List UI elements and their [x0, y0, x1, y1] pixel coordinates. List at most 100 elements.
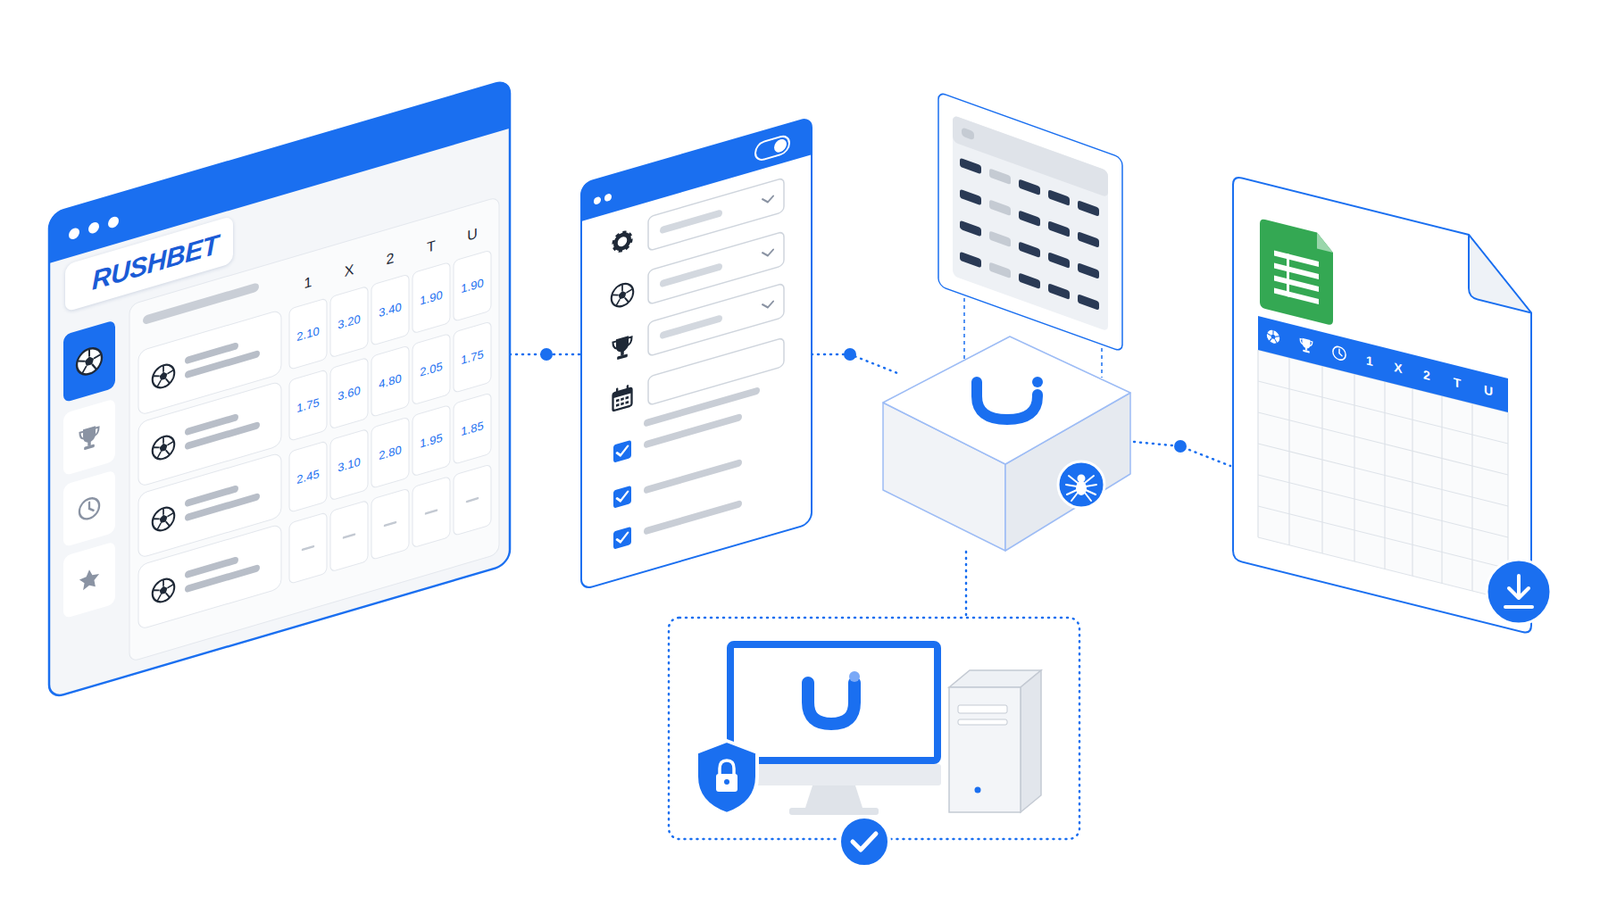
dropdown [648, 177, 784, 357]
odds-value: 2.45 [296, 467, 319, 486]
dropdown-bar-part [659, 314, 723, 340]
odds-row-part [330, 500, 368, 572]
secure-computer-part [958, 705, 1008, 714]
odds-row-part [412, 333, 450, 405]
odds-row-part [302, 546, 314, 550]
spreadsheet-file-part [1266, 327, 1281, 346]
browser-frame-part [88, 221, 100, 236]
sheet-grid-part [1257, 350, 1259, 538]
secure-computer-part [839, 816, 890, 867]
settings-panel-part [755, 133, 790, 162]
browser-frame-part [79, 566, 100, 592]
sheet-grid-part [1258, 443, 1509, 507]
secure-computer-part [716, 774, 738, 792]
secure-computer-part [849, 671, 860, 683]
settings-panel [581, 116, 812, 591]
data-pill-part [1018, 178, 1041, 196]
data-pill-part [1077, 231, 1100, 249]
odds-table-labels: 1X2TU2.103.203.401.901.901.753.604.802.0… [49, 79, 510, 700]
odds-row-part [453, 321, 492, 393]
odds-row-part [184, 350, 260, 380]
column-header: U [466, 225, 478, 243]
column-header: 1 [304, 275, 313, 292]
odds-row-part [412, 475, 450, 548]
odds-row-part [152, 433, 175, 463]
spreadsheet-file-part [1258, 316, 1509, 413]
secure-computer-part [730, 644, 938, 761]
column-header: X [344, 262, 355, 280]
secure-computer-part [852, 833, 876, 850]
spreadsheet-file [1233, 175, 1532, 635]
dashed-link-part [963, 298, 966, 359]
connector-dot-part [540, 348, 553, 361]
checkbox-part [613, 440, 632, 464]
spreadsheet-file-part-part [1274, 288, 1319, 306]
odds-value: 1.75 [296, 396, 319, 415]
brand-logo: RUSHBET [65, 216, 234, 313]
scraper-hub-part-part [1066, 475, 1097, 501]
data-card [938, 91, 1123, 352]
odds-row-part [343, 534, 355, 539]
odds-row-part [384, 522, 396, 526]
secure-computer-part [789, 808, 879, 816]
data-pill-part [959, 158, 982, 175]
odds-value: 1.90 [419, 288, 442, 307]
data-pill-part [1018, 209, 1041, 227]
odds-row-part [152, 362, 175, 392]
connector-dot-part [1174, 440, 1187, 453]
sheet-grid-part [1441, 396, 1442, 584]
odds-row-part [330, 428, 368, 500]
odds-value: 1.95 [419, 431, 442, 450]
odds-value: 3.20 [337, 312, 360, 331]
settings-panel-part [643, 386, 760, 428]
spreadsheet-file-part-part [1274, 250, 1319, 268]
odds-row-part [184, 564, 260, 594]
odds-row-part [330, 285, 368, 358]
settings-panel-part [774, 137, 787, 154]
odds-row-part [412, 404, 450, 476]
data-card-part [952, 115, 1109, 333]
scraper-hub-part [1032, 376, 1043, 388]
odds-value: 3.60 [337, 383, 360, 402]
dropdown-bar-part [659, 208, 723, 234]
browser-frame [49, 79, 510, 700]
data-card-part [938, 91, 1123, 352]
settings-panel-part [581, 116, 812, 591]
sheet-grid-part [1383, 382, 1385, 570]
sheet-column-header: 2 [1423, 367, 1431, 383]
option-bar [643, 413, 742, 536]
sheet-header-labels: 1X2TU [1233, 175, 1532, 635]
browser-frame-part [49, 79, 510, 700]
browser-frame-part [142, 282, 259, 325]
spreadsheet-file-part [1333, 345, 1346, 362]
data-pill-part [1048, 220, 1070, 238]
spreadsheet-file-part [1259, 218, 1334, 327]
spreadsheet-file-part [1300, 337, 1313, 354]
browser-frame-part [79, 495, 100, 522]
data-pill-part [959, 189, 982, 207]
scraper-hub-part [1058, 461, 1105, 509]
sheet-grid-part [1321, 366, 1323, 554]
odds-row-part [371, 345, 409, 417]
settings-panel-part [614, 231, 631, 252]
secure-computer-part [719, 760, 734, 775]
chevron-part [762, 250, 774, 258]
odds-row-part [289, 369, 327, 442]
odds-row-part [466, 498, 478, 502]
odds-row-part [138, 524, 282, 631]
odds-row-part [371, 274, 409, 346]
data-pill-part [959, 251, 982, 269]
odds-row [138, 248, 492, 631]
secure-computer [668, 617, 1080, 867]
odds-value: 2.05 [419, 359, 442, 378]
checkbox-part [613, 526, 632, 550]
download-button-part [1486, 559, 1551, 625]
secure-computer-part [808, 683, 855, 725]
data-pill-part [989, 231, 1011, 249]
dashed-link-part [1100, 348, 1103, 378]
sheet-grid-part [1258, 475, 1509, 538]
odds-row-part [289, 298, 327, 370]
odds-value: 1.85 [460, 419, 484, 438]
data-pill-part [1018, 272, 1041, 290]
odds-row-part [152, 576, 175, 606]
